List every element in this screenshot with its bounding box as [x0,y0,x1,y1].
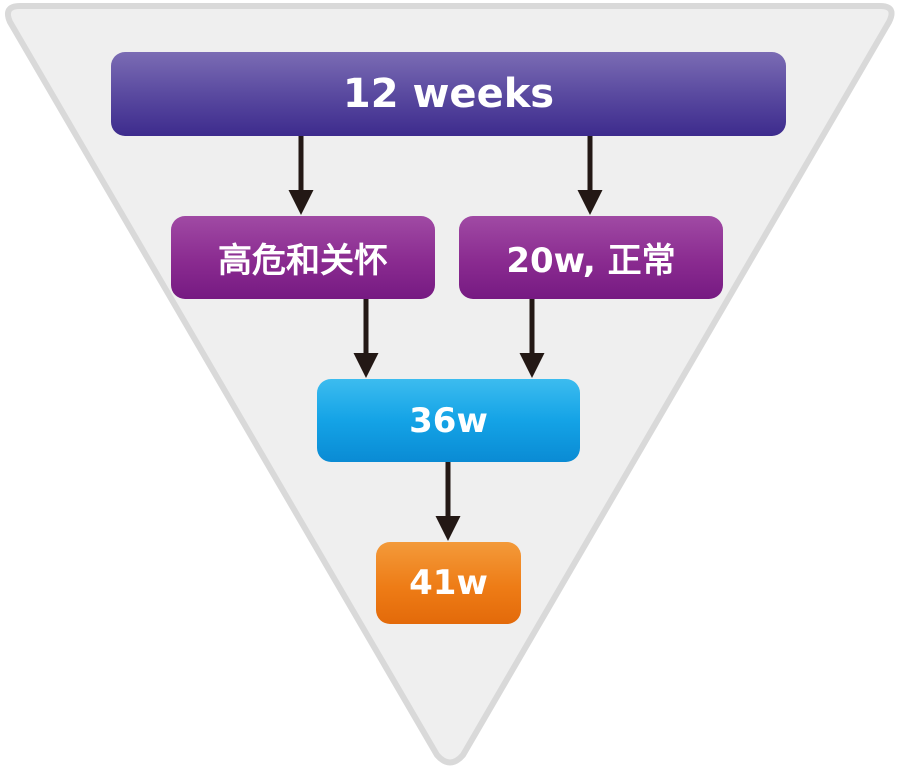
node-high-risk-care: 高危和关怀 [171,216,435,299]
node-12-weeks: 12 weeks [111,52,786,136]
node-20w-normal: 20w, 正常 [459,216,723,299]
node-41w: 41w [376,542,521,624]
node-36w: 36w [317,379,580,462]
